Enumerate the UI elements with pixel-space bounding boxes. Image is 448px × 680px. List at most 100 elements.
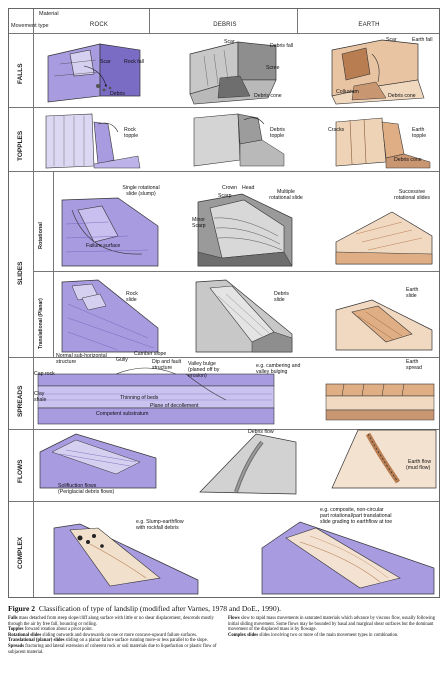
label-debris-fall: Debris fall xyxy=(270,43,294,49)
label-earth-topple-cracks: Cracks xyxy=(328,127,345,133)
def-term: Flows xyxy=(228,616,240,621)
def-term: Topples xyxy=(8,627,24,633)
def-text: fracturing and lateral extension of cohe… xyxy=(8,643,217,655)
debris-flow-illustration xyxy=(199,433,297,495)
row-label-spreads: SPREADS xyxy=(17,385,24,417)
rock-flow-illustration xyxy=(39,433,157,489)
def-term: Complex slides xyxy=(228,632,259,638)
label-rock-topple: Rock topple xyxy=(124,127,139,139)
def-term: Falls xyxy=(8,616,18,621)
label-rock-fall-debris: Debris xyxy=(110,91,125,97)
label-cambering-valley-bulging: e.g. cambering and valley bulging xyxy=(256,363,301,375)
label-multiple-rotational-slide: Multiple rotational slide xyxy=(269,189,303,201)
label-debris-fall-scree: Scree xyxy=(266,65,280,71)
label-earth-fall-scar: Scar xyxy=(386,37,397,43)
caption-left-column: Falls mass detached from steep slope/cli… xyxy=(8,616,220,655)
label-earth-slide: Earth slide xyxy=(406,287,419,299)
column-header-earth: EARTH xyxy=(358,22,380,28)
figure-caption-text: Classification of type of landslip (modi… xyxy=(38,604,282,613)
caption-right-column: Flows slow to rapid mass movements in sa… xyxy=(228,616,440,655)
figure-number: Figure 2 xyxy=(8,604,36,613)
label-thinning-of-beds: Thinning of beds xyxy=(120,395,159,401)
label-earth-fall: Earth fall xyxy=(412,37,433,43)
label-crown: Crown xyxy=(222,185,237,191)
label-earth-fall-colluvium: Colluvium xyxy=(336,89,359,95)
def-text: slow to rapid mass movements in saturate… xyxy=(228,616,435,633)
label-earth-fall-cone: Debris cone xyxy=(388,93,416,99)
label-failure-surface: Failure surface xyxy=(86,243,121,249)
grid-vline xyxy=(297,9,298,33)
rock-translational-slide-illustration xyxy=(61,279,159,353)
def-term: Translational (planar) slides xyxy=(8,638,65,644)
row-label-falls: FALLS xyxy=(17,63,24,84)
grid-vline xyxy=(53,171,54,357)
grid-hline xyxy=(9,171,439,172)
debris-topple-illustration xyxy=(193,113,285,167)
label-mud-flow: (mud flow) xyxy=(406,465,431,471)
debris-rotational-slide-illustration xyxy=(197,193,293,267)
column-header-rock: ROCK xyxy=(89,22,109,28)
label-periglacial-debris-flows: (Periglacial debris flows) xyxy=(58,489,115,495)
label-earth-topple: Earth topple xyxy=(412,127,427,139)
column-header-debris: DEBRIS xyxy=(213,22,237,28)
grid-hline xyxy=(33,271,439,272)
label-dip-fault: Dip and fault structure xyxy=(152,359,182,371)
def-text: sliding outwards and downwards on one or… xyxy=(41,632,198,638)
label-rock-fall-scar: Scar xyxy=(100,59,111,65)
earth-spread-illustration xyxy=(325,383,435,421)
label-rock-fall: Rock fall xyxy=(124,59,144,65)
rock-topple-illustration xyxy=(45,113,141,169)
grid-vline xyxy=(149,9,150,33)
row-label-rotational: Rotational xyxy=(38,222,44,249)
def-term: Spreads xyxy=(8,643,25,649)
label-debris-slide: Debris slide xyxy=(274,291,289,303)
label-rock-slide: Rock slide xyxy=(126,291,138,303)
figure-caption: Figure 2 Classification of type of lands… xyxy=(8,604,440,655)
row-label-topples: TOPPLES xyxy=(17,130,24,161)
label-debris-flow: Debris flow xyxy=(248,429,274,435)
rock-rotational-slide-illustration xyxy=(61,197,159,267)
row-label-translational: Translational (Planar) xyxy=(38,298,44,349)
debris-translational-slide-illustration xyxy=(195,279,293,353)
label-earth-spread: Earth spread xyxy=(406,359,422,371)
label-minor-scarp: Minor Scarp xyxy=(192,217,206,229)
label-valley-bulge: Valley bulge (planed off by erosion) xyxy=(188,361,220,379)
grid-hline xyxy=(9,33,439,34)
earth-translational-slide-illustration xyxy=(335,299,433,351)
row-label-slides: SLIDES xyxy=(17,261,24,285)
def-term: Rotational slides xyxy=(8,632,42,638)
grid-hline xyxy=(9,107,439,108)
corner-movement-label: Movement type xyxy=(11,23,49,29)
label-successive-rotational-slides: Successive rotational slides xyxy=(393,189,431,201)
grid-hline xyxy=(9,501,439,502)
def-text: slides involving two or more of the main… xyxy=(258,632,399,638)
label-solifluction-flows: Solifluction flows xyxy=(58,483,97,489)
label-earth-flow: Earth flow xyxy=(408,459,432,465)
label-earth-topple-cone: Debris cone xyxy=(394,157,422,163)
label-clay-shale: Clay shale xyxy=(34,391,47,403)
rock-spread-illustration xyxy=(37,367,275,425)
def-text: sliding on a planar failure surface runn… xyxy=(64,638,208,644)
label-debris-fall-cone: Debris cone xyxy=(254,93,282,99)
label-debris-fall-scar: Scar xyxy=(224,39,235,45)
def-text: forward rotation about a pivot point. xyxy=(23,627,93,633)
label-part-rotational: part rotational/part translational xyxy=(320,513,392,519)
label-rockfall-debris: with rockfall debris xyxy=(136,525,179,531)
label-scarp: Scarp xyxy=(218,193,232,199)
label-camber-slope: Camber slope xyxy=(134,351,167,357)
label-normal-subhorizontal: Normal sub-horizontal structure xyxy=(56,353,107,365)
earth-rotational-slide-illustration xyxy=(335,211,433,265)
label-cap-rock: Cap rock xyxy=(34,371,55,377)
label-competent-substratum: Competent substratum xyxy=(96,411,149,417)
label-earthflow-at-toe: slide grading to earthflow at toe xyxy=(320,519,393,525)
figure-caption-title: Figure 2 Classification of type of lands… xyxy=(8,604,440,613)
label-slump-earthflow: e.g. Slump-earthflow xyxy=(136,519,184,525)
complex-slump-earthflow-illustration xyxy=(53,523,199,595)
corner-material-label: Material xyxy=(39,11,59,17)
classification-grid: Material Movement type ROCK DEBRIS EARTH… xyxy=(8,8,440,598)
rock-fall-illustration xyxy=(47,43,141,103)
label-composite-noncircular: e.g. composite, non-circular xyxy=(320,507,384,513)
complex-composite-slide-illustration xyxy=(261,521,435,595)
earth-fall-illustration xyxy=(331,39,425,105)
earth-flow-illustration xyxy=(331,429,437,489)
